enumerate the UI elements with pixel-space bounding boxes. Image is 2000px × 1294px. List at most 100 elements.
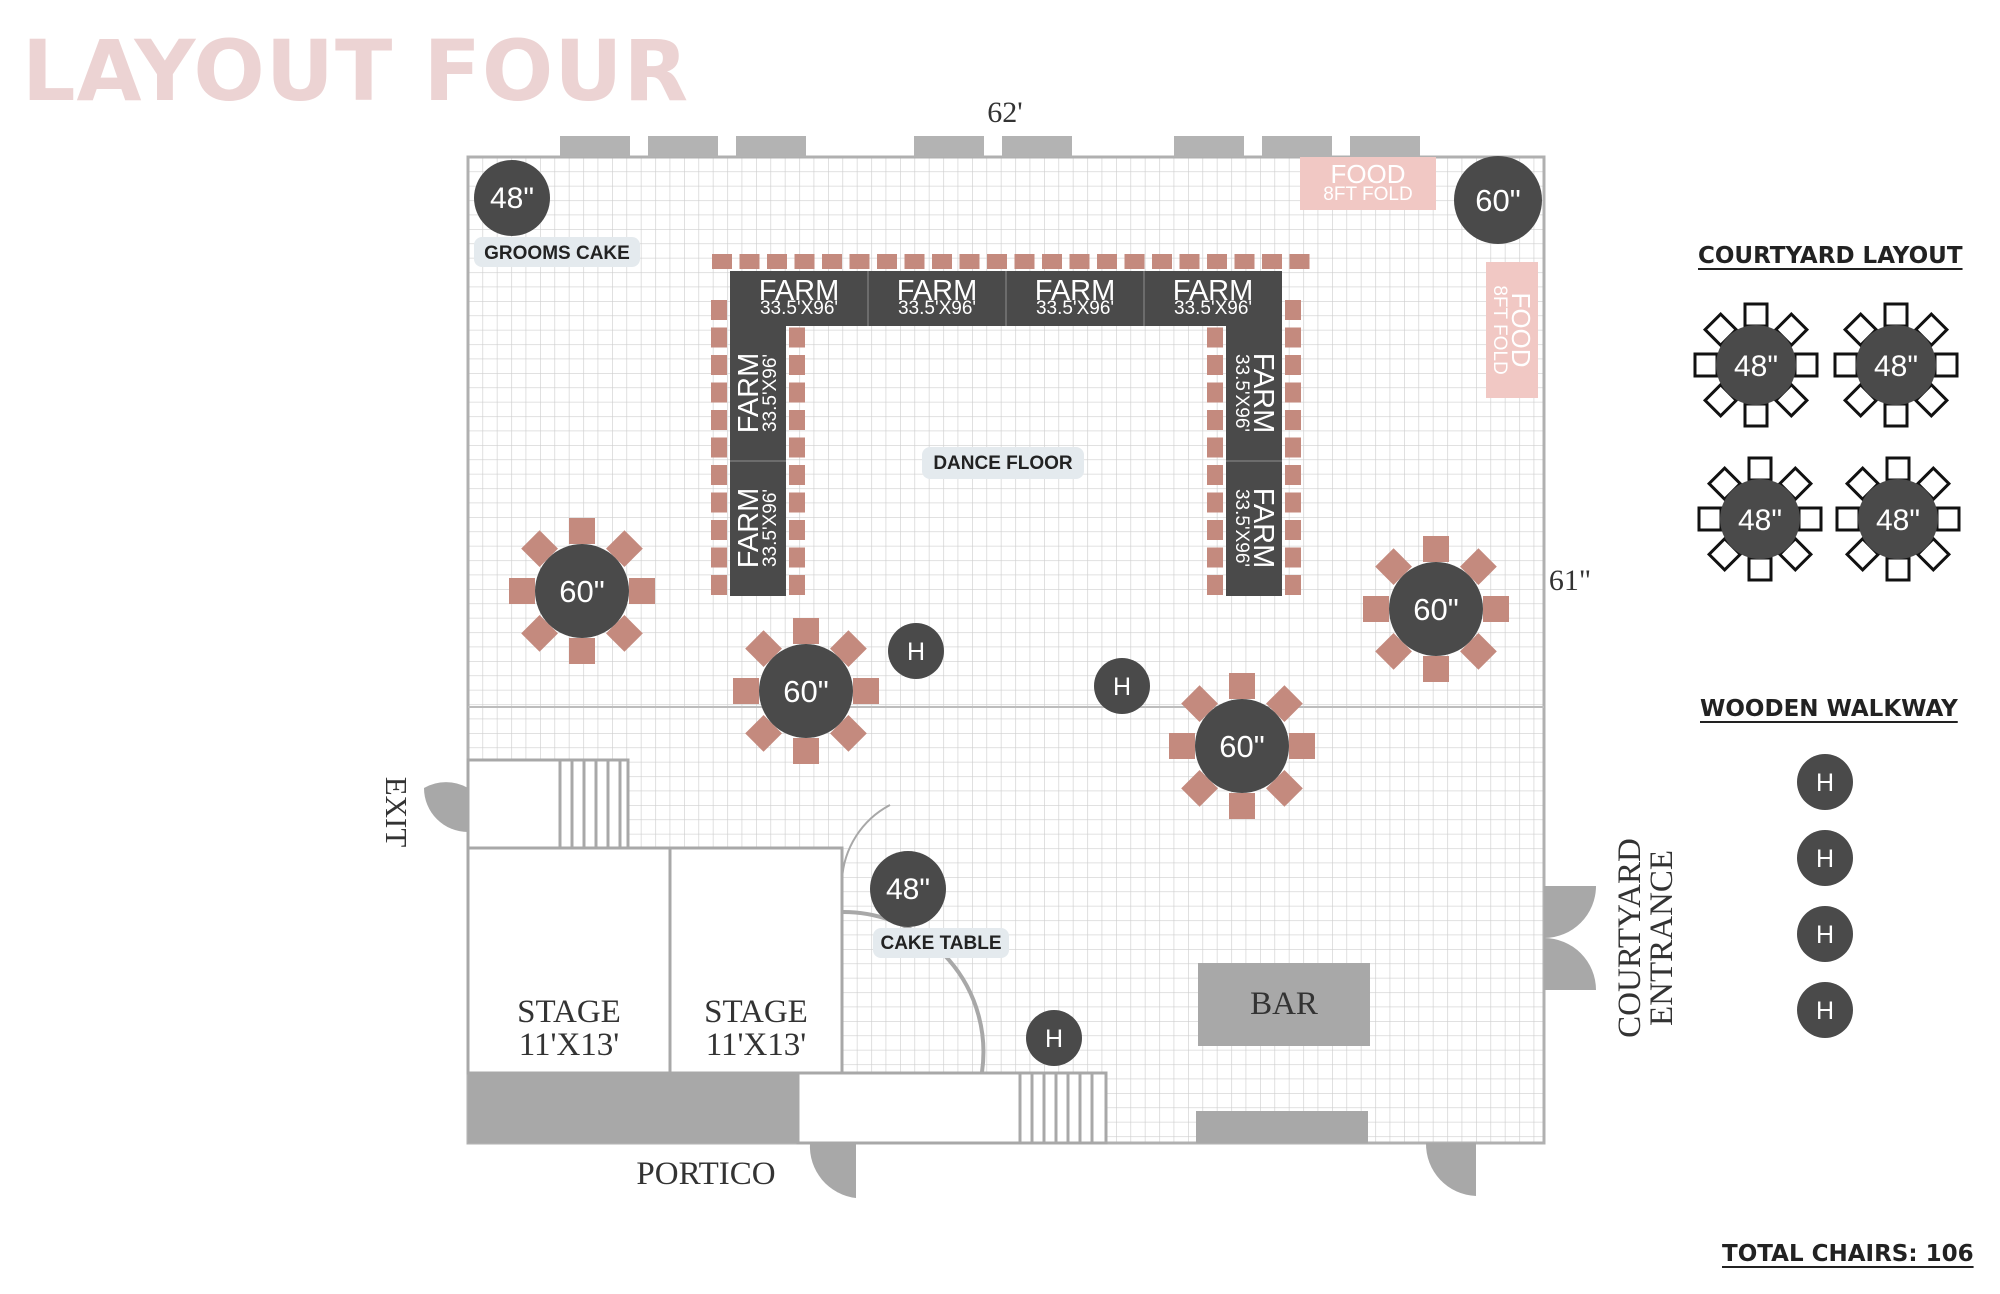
chair: [1262, 254, 1282, 269]
chair: [789, 355, 805, 375]
round-table-60-with-chairs: 60": [509, 518, 655, 664]
food-sub: 8FT FOLD: [1489, 285, 1510, 374]
table-label: 60": [1413, 592, 1459, 627]
chair: [711, 382, 727, 403]
chair: [1797, 506, 1823, 532]
bar-label: BAR: [1250, 986, 1318, 1022]
chair: [1069, 254, 1090, 269]
chair: [1234, 254, 1255, 269]
dance-floor-badge: [922, 447, 1084, 479]
farm-size: 33.5'X96': [760, 354, 781, 432]
round-table-60: [1454, 156, 1542, 244]
chair: [1207, 327, 1223, 348]
chair: [739, 254, 760, 269]
cake-table: [870, 851, 946, 927]
courtyard-entrance-label: COURTYARD: [1612, 838, 1648, 1038]
chair: [1014, 254, 1035, 269]
chair: [509, 578, 535, 604]
farm-chairs: [711, 254, 1310, 595]
grooms-cake-label: GROOMS CAKE: [484, 243, 630, 264]
farm-size: 33.5'X96': [1231, 489, 1252, 567]
chair: [711, 327, 727, 348]
chair: [711, 410, 727, 430]
chair: [1285, 327, 1301, 348]
chair: [904, 254, 925, 269]
table-label: 48": [1874, 350, 1918, 383]
chair: [932, 254, 952, 269]
dance-floor-label: DANCE FLOOR: [933, 453, 1073, 474]
farm-label: FARM: [1035, 275, 1116, 307]
chair: [1285, 382, 1301, 403]
chair: [1835, 506, 1861, 532]
food-label: FOOD: [1506, 292, 1536, 367]
chair: [1363, 596, 1389, 622]
height-dimension: 61": [1549, 564, 1591, 597]
chair: [793, 738, 819, 764]
farm-labels: FARM 33.5'X96' FARM 33.5'X96' FARM 33.5'…: [733, 275, 1279, 568]
chair: [1285, 410, 1301, 430]
chair: [712, 254, 732, 269]
chair: [1883, 402, 1909, 428]
table-label: 48": [1876, 504, 1920, 537]
courtyard-table: 48": [1835, 456, 1961, 582]
farm-size: 33.5'X96': [1174, 298, 1252, 319]
stage-size: 11'X13': [519, 1027, 620, 1063]
chair: [789, 547, 805, 568]
chair: [789, 465, 805, 485]
stage-area: [466, 758, 844, 1075]
walkway-highboy: [1797, 906, 1853, 962]
chair: [1285, 520, 1301, 540]
chair: [1833, 352, 1859, 378]
stage-label: STAGE: [517, 994, 621, 1030]
door-swings: [424, 782, 1596, 1198]
stage-label: STAGE: [704, 994, 808, 1030]
door-swing-arc: [841, 909, 986, 1073]
chair: [959, 254, 980, 269]
chair: [1933, 352, 1959, 378]
table-label: 60": [1219, 729, 1265, 764]
highboy-tables: HHH: [888, 623, 1150, 1066]
door-swing-arc: [841, 804, 891, 881]
chair: [877, 254, 897, 269]
chair: [1207, 547, 1223, 568]
chair: [1207, 355, 1223, 375]
chair: [1207, 254, 1227, 269]
round-table-60: [759, 644, 853, 738]
chair: [1229, 673, 1255, 699]
chair: [1793, 352, 1819, 378]
farm-label: FARM: [733, 353, 765, 434]
chair: [1747, 556, 1773, 582]
wooden-walkway-heading: WOODEN WALKWAY: [1700, 696, 1958, 722]
chair: [1693, 352, 1719, 378]
chair: [711, 547, 727, 568]
chair: [1747, 456, 1773, 482]
chair: [711, 300, 727, 320]
table-label: 48": [490, 182, 534, 215]
chair: [1207, 575, 1223, 595]
chair: [794, 254, 815, 269]
farm-label: FARM: [1173, 275, 1254, 307]
chair: [1423, 536, 1449, 562]
total-chairs: TOTAL CHAIRS: 106: [1722, 1241, 1974, 1267]
table-label: 60": [783, 674, 829, 709]
chair: [711, 355, 727, 375]
chair: [1207, 465, 1223, 485]
chair: [1885, 556, 1911, 582]
highboy-table: [1026, 1010, 1082, 1066]
farm-label: FARM: [759, 275, 840, 307]
chair: [1207, 437, 1223, 458]
chair: [1285, 465, 1301, 485]
round-table-48: [1720, 479, 1800, 559]
courtyard-table: 48": [1697, 456, 1823, 582]
chair: [789, 437, 805, 458]
courtyard-table: 48": [1693, 302, 1819, 428]
courtyard-layout-heading: COURTYARD LAYOUT: [1698, 243, 1963, 269]
chair: [1423, 656, 1449, 682]
farm-label: FARM: [733, 488, 765, 569]
farm-size: 33.5'X96': [760, 489, 781, 567]
farm-size: 33.5'X96': [1036, 298, 1114, 319]
round-table-48: [1716, 325, 1796, 405]
width-dimension: 62': [987, 96, 1022, 129]
